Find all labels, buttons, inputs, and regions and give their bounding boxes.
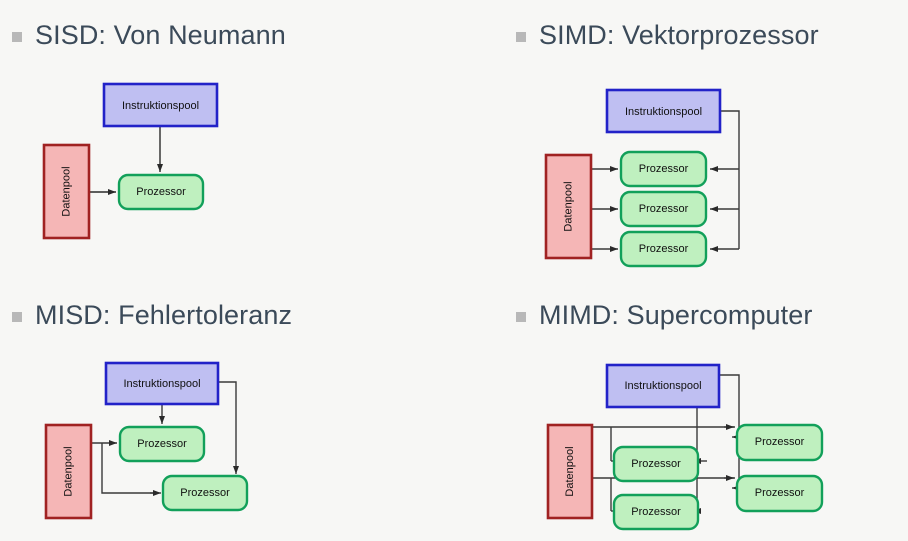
quadrant-sisd: SISD: Von Neumann Instruktionspool	[0, 0, 454, 290]
label-data-pool: Datenpool	[564, 446, 576, 496]
label-processor: Prozessor	[639, 243, 689, 255]
box-data-pool: Datenpool	[44, 423, 93, 520]
label-processor: Prozessor	[755, 436, 805, 448]
label-processor: Prozessor	[631, 458, 681, 470]
title-simd: SIMD: Vektorprozessor	[539, 20, 819, 50]
diagram-mimd: Instruktionspool Datenpool Prozessor Pro…	[546, 363, 824, 531]
bus-instruction-right	[719, 374, 740, 429]
label-instruction-pool: Instruktionspool	[123, 378, 200, 390]
connectors-sisd	[90, 126, 163, 195]
box-instruction-pool: Instruktionspool	[605, 88, 722, 134]
box-data-pool: Datenpool	[546, 423, 594, 520]
bullet-square-icon	[516, 311, 526, 322]
title-sisd: SISD: Von Neumann	[35, 20, 286, 50]
label-instruction-pool: Instruktionspool	[122, 100, 199, 112]
box-processor-left-1: Prozessor	[612, 445, 700, 483]
box-instruction-pool: Instruktionspool	[605, 363, 721, 409]
box-processor-left-2: Prozessor	[612, 493, 700, 531]
label-processor: Prozessor	[639, 163, 689, 175]
box-processor-3: Prozessor	[619, 230, 708, 268]
bus-data-to-processor-2	[101, 443, 158, 494]
quadrant-simd: SIMD: Vektorprozessor Instruktionspool	[454, 0, 908, 290]
box-processor-2: Prozessor	[619, 190, 708, 228]
bullet-square-icon	[12, 31, 22, 42]
box-processor-1: Prozessor	[117, 173, 205, 211]
label-instruction-pool: Instruktionspool	[625, 106, 702, 118]
label-data-pool: Datenpool	[563, 181, 575, 231]
label-processor: Prozessor	[180, 487, 230, 499]
title-misd: MISD: Fehlertoleranz	[35, 300, 293, 330]
box-processor-1: Prozessor	[118, 425, 206, 463]
label-processor: Prozessor	[755, 487, 805, 499]
label-instruction-pool: Instruktionspool	[624, 380, 701, 392]
diagram-misd: Instruktionspool Datenpool Prozessor Pro…	[44, 361, 249, 520]
label-processor: Prozessor	[631, 506, 681, 518]
diagram-sisd: Instruktionspool Datenpool Prozessor	[42, 82, 219, 240]
box-data-pool: Datenpool	[42, 143, 91, 240]
bullet-square-icon	[12, 311, 22, 322]
headline-sisd: SISD: Von Neumann	[12, 22, 286, 49]
label-processor: Prozessor	[136, 186, 186, 198]
bus-instruction-to-processor-2	[217, 381, 237, 468]
box-instruction-pool: Instruktionspool	[102, 82, 219, 128]
headline-simd: SIMD: Vektorprozessor	[516, 22, 819, 49]
headline-misd: MISD: Fehlertoleranz	[12, 302, 292, 329]
label-processor: Prozessor	[639, 203, 689, 215]
bullet-square-icon	[516, 31, 526, 42]
headline-mimd: MIMD: Supercomputer	[516, 302, 812, 329]
box-processor-1: Prozessor	[619, 150, 708, 188]
quadrant-mimd: MIMD: Supercomputer	[454, 290, 908, 541]
label-data-pool: Datenpool	[61, 166, 73, 216]
connectors-simd	[591, 110, 740, 252]
title-mimd: MIMD: Supercomputer	[539, 300, 813, 330]
label-data-pool: Datenpool	[63, 446, 75, 496]
box-instruction-pool: Instruktionspool	[104, 361, 220, 406]
box-processor-2: Prozessor	[161, 474, 249, 512]
diagram-simd: Instruktionspool Datenpool Prozessor Pro…	[544, 88, 740, 268]
bus-instruction-vertical	[719, 110, 740, 169]
connectors-misd	[90, 381, 239, 496]
box-data-pool: Datenpool	[544, 153, 593, 260]
box-processor-right-1: Prozessor	[735, 423, 824, 462]
box-processor-right-2: Prozessor	[735, 474, 824, 513]
label-processor: Prozessor	[137, 438, 187, 450]
quadrant-misd: MISD: Fehlertoleranz Instruktionspool	[0, 290, 454, 541]
